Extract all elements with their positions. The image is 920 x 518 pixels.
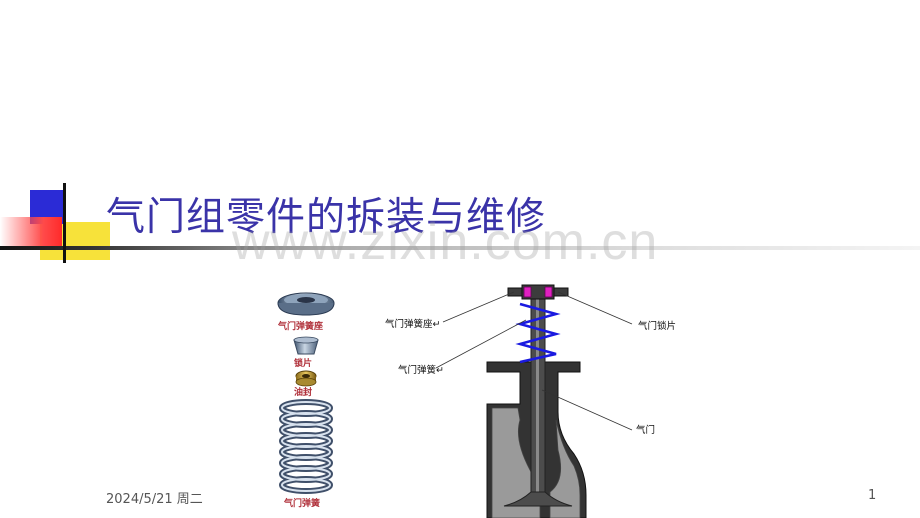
valve-spring [515,302,561,364]
valve-stem [503,291,573,507]
lock-piece-part [293,336,319,355]
valve-section-diagram: 气门弹簧座↵ 气门锁片 气门弹簧↵ 气门 [380,280,700,518]
valve-section-illustration [435,284,633,518]
spring-seat-part [277,292,335,316]
page-number: 1 [868,488,877,503]
label-spring: 气门弹簧 [284,499,321,509]
callout-leaders [435,291,633,431]
coil-spring-part [279,399,333,494]
label-oil-seal: 油封 [294,388,313,398]
label-spring-seat: 气门弹簧座 [278,322,324,332]
callout-spring-seat: 气门弹簧座↵ [385,319,441,330]
oil-seal-part [295,370,317,387]
callout-valve: 气门 [636,425,656,436]
slide-title: 气门组零件的拆装与维修 [106,195,547,240]
title-ornament-vertical-line [63,183,66,263]
title-underline [0,246,920,250]
watermark: www.zixin.com.cn [232,213,659,271]
label-lock-piece: 锁片 [294,359,313,369]
valve-locks [523,286,553,298]
title-ornament-red [0,217,62,249]
callout-spring: 气门弹簧↵ [398,365,444,376]
valve-parts-figure: 气门弹簧座 锁片 油封 气门弹簧 [270,288,350,518]
valve-parts-illustration [277,292,335,494]
slide-date: 2024/5/21 周二 [106,492,203,507]
callout-lock-piece: 气门锁片 [638,321,677,332]
